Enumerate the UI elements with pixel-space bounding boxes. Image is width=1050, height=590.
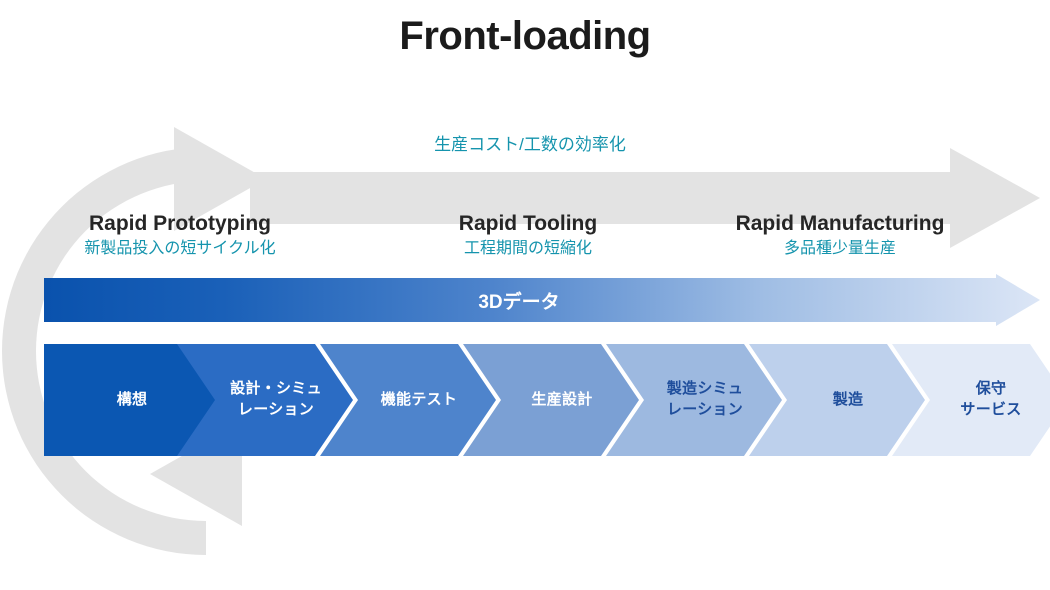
process-step-5[interactable]: 製造シミュ レーション [606, 344, 782, 456]
process-chevron-row: 構想 設計・シミュ レーション 機能テスト 生産設計 製造シミュ レーション [44, 344, 1050, 456]
page-title: Front-loading [399, 14, 651, 58]
phase-title: Rapid Prototyping [89, 212, 271, 235]
phase-subtitle: 新製品投入の短サイクル化 [84, 239, 276, 257]
process-step-1[interactable]: 構想 [44, 344, 220, 456]
process-step-6[interactable]: 製造 [749, 344, 925, 456]
process-step-label: 製造シミュ レーション [666, 380, 744, 418]
phase-subtitle: 工程期間の短縮化 [463, 239, 592, 257]
process-step-7[interactable]: 保守 サービス [892, 344, 1050, 456]
right-arrow-icon-3d-data [44, 274, 1040, 326]
chevron-right-icon [320, 344, 496, 456]
process-step-label: 設計・シミュ レーション [230, 380, 322, 418]
process-step-2[interactable]: 設計・シミュ レーション [177, 344, 353, 456]
chevron-right-icon [463, 344, 639, 456]
phase-rapid-manufacturing: Rapid Manufacturing 多品種少量生産 [690, 211, 990, 259]
phase-subtitle: 多品種少量生産 [783, 239, 896, 257]
phase-title: Rapid Manufacturing [735, 212, 945, 235]
process-step-label: 製造 [832, 390, 864, 408]
process-step-label: 生産設計 [531, 390, 593, 408]
efficiency-caption: 生産コスト/工数の効率化 [434, 135, 626, 154]
right-arrow-icon-grey-band [250, 148, 1040, 248]
process-step-label: 構想 [116, 390, 148, 408]
process-step-3[interactable]: 機能テスト [320, 344, 496, 456]
phase-rapid-tooling: Rapid Tooling 工程期間の短縮化 [408, 211, 648, 259]
chevron-right-icon [606, 344, 782, 456]
chevron-right-icon [892, 344, 1050, 456]
process-step-label: 機能テスト [380, 390, 458, 408]
chevron-right-icon [44, 344, 220, 456]
chevron-right-icon [177, 344, 353, 456]
phase-title: Rapid Tooling [458, 212, 598, 235]
process-step-4[interactable]: 生産設計 [463, 344, 639, 456]
phase-rapid-prototyping: Rapid Prototyping 新製品投入の短サイクル化 [30, 211, 330, 259]
chevron-right-icon [749, 344, 925, 456]
process-step-label: 保守 サービス [960, 380, 1022, 418]
